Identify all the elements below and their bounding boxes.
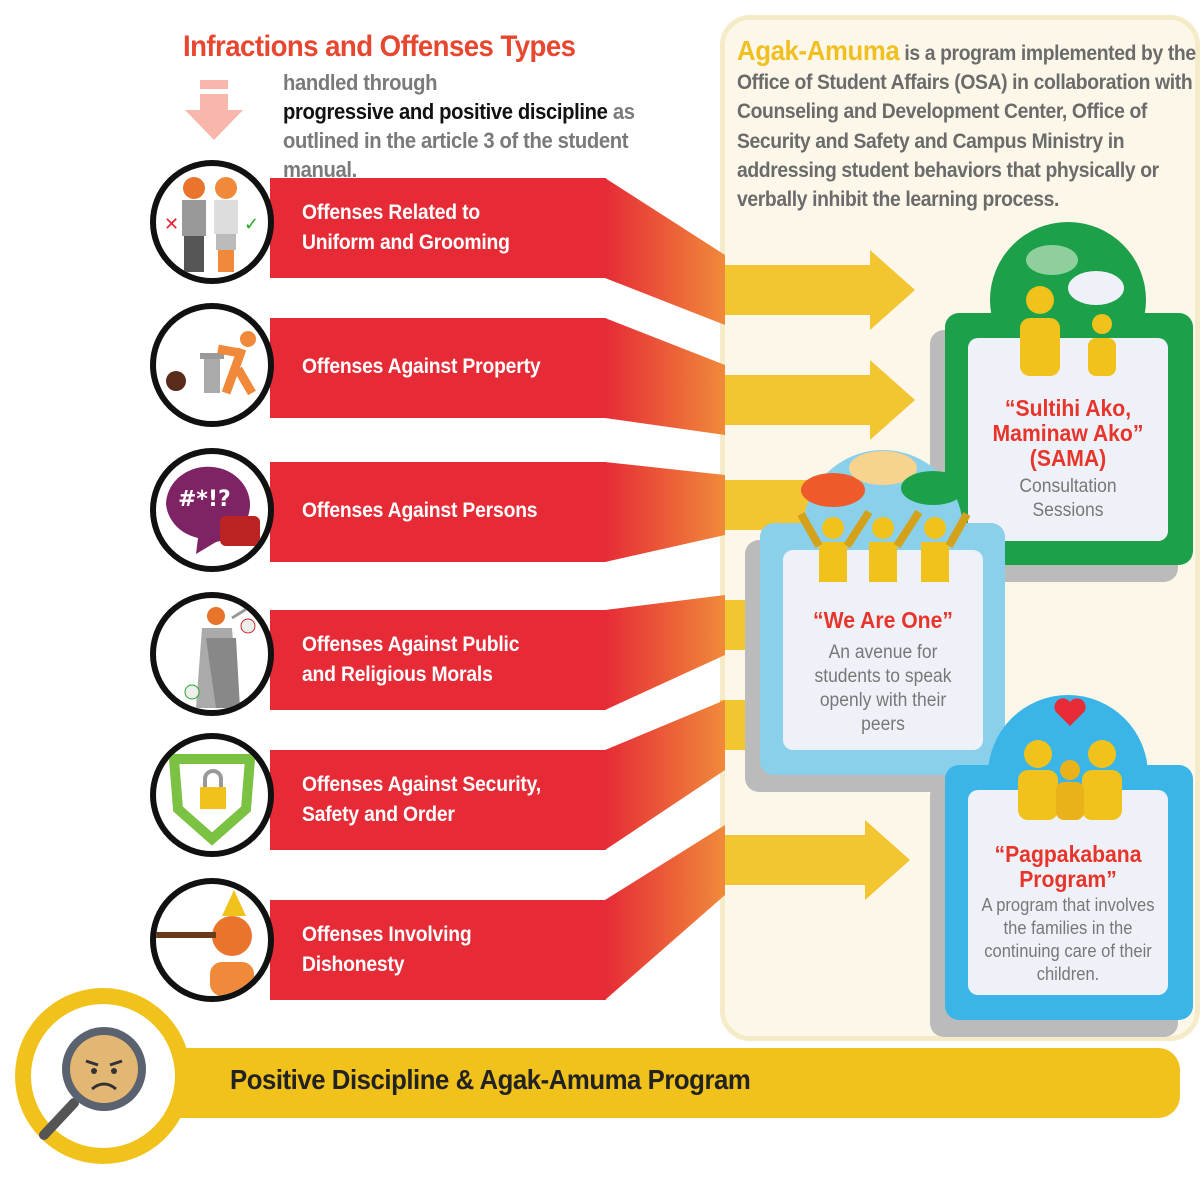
down-arrow-icon — [185, 80, 243, 140]
sama-desc: Consultation Sessions — [1019, 476, 1117, 521]
vandalism-icon — [150, 303, 274, 427]
page-subtitle: handled through progressive and positive… — [283, 70, 635, 182]
svg-text:✕: ✕ — [164, 214, 179, 235]
red-connectors — [605, 178, 725, 1000]
offense-bar-1 — [270, 178, 606, 278]
offense-label: Offenses Against Security, Safety and Or… — [302, 773, 541, 826]
group-speaking-icon — [797, 451, 970, 582]
svg-text:#*!?: #*!? — [178, 487, 231, 512]
bottom-banner — [150, 1048, 1180, 1118]
offense-bar-2 — [270, 318, 606, 418]
offense-bar-5 — [270, 750, 606, 850]
we-are-one-desc: An avenue for students to speak openly w… — [814, 642, 952, 735]
pagpakabana-card-inner: “Pagpakabana Program” A program that inv… — [968, 790, 1168, 995]
svg-text:✓: ✓ — [244, 214, 259, 235]
yellow-arrow-1 — [720, 250, 915, 330]
agak-amuma-intro: Agak-Amuma is a program implemented by t… — [737, 35, 1196, 212]
brand-name: Agak-Amuma — [737, 35, 900, 66]
offense-bar-3 — [270, 462, 606, 562]
lady-justice-icon — [150, 592, 274, 716]
offense-label: Offenses Involving Dishonesty — [302, 923, 472, 976]
offense-bar-4 — [270, 610, 606, 710]
broken-shield-lock-icon — [150, 733, 274, 857]
we-are-one-title: “We Are One” — [813, 607, 953, 633]
offense-bar-6 — [270, 900, 606, 1000]
offense-label: Offenses Related to Uniform and Grooming — [302, 201, 510, 254]
family-heart-icon — [1018, 698, 1122, 820]
yellow-arrow-6 — [720, 820, 910, 900]
pagpakabana-desc: A program that involves the families in … — [981, 895, 1155, 984]
sama-title: “Sultihi Ako, Maminaw Ako” (SAMA) — [992, 395, 1144, 471]
we-are-one-card-inner: “We Are One” An avenue for students to s… — [783, 550, 983, 750]
yellow-arrow-2 — [720, 360, 915, 440]
verbal-abuse-fist-icon: #*!? — [150, 448, 274, 572]
offense-label: Offenses Against Property — [302, 355, 541, 378]
banner-title: Positive Discipline & Agak-Amuma Program — [230, 1064, 751, 1095]
uniform-students-icon: ✕ ✓ — [150, 160, 274, 284]
pagpakabana-title: “Pagpakabana Program” — [994, 841, 1142, 892]
counseling-people-icon — [1020, 245, 1124, 376]
magnifier-angry-face-icon — [15, 988, 191, 1164]
page-title: Infractions and Offenses Types — [183, 30, 576, 63]
offense-label: Offenses Against Public and Religious Mo… — [302, 633, 520, 686]
sama-card-inner: “Sultihi Ako, Maminaw Ako” (SAMA) Consul… — [968, 338, 1168, 541]
offense-label: Offenses Against Persons — [302, 499, 538, 522]
pinocchio-icon — [150, 878, 274, 1002]
